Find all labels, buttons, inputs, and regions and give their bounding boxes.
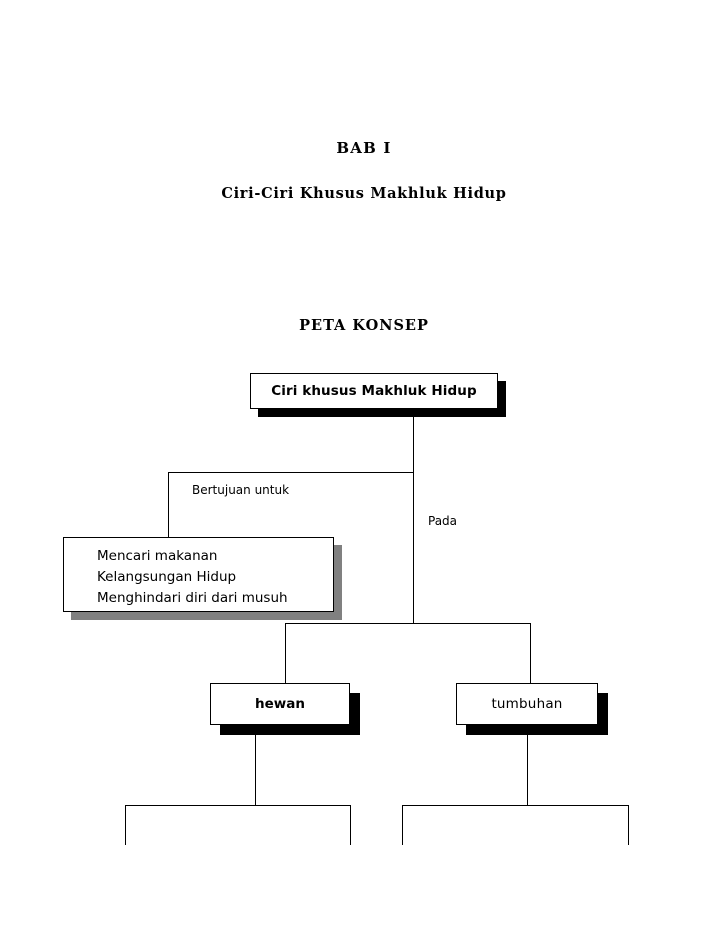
connector-tumbuhan-children-bar [402, 805, 628, 806]
node-purposes-line-1: Mencari makanan [97, 548, 218, 564]
connector-tumbuhan-child-left [402, 805, 403, 845]
connector-root-trunk [413, 409, 414, 624]
connector-hewan-child-right [350, 805, 351, 845]
concept-map-heading: PETA KONSEP [299, 317, 429, 334]
node-purposes-line-3: Menghindari diri dari musuh [97, 590, 288, 606]
chapter-title: Ciri-Ciri Khusus Makhluk Hidup [221, 185, 507, 202]
node-tumbuhan[interactable]: tumbuhan [456, 683, 598, 725]
connector-drop-hewan [285, 623, 286, 684]
node-hewan[interactable]: hewan [210, 683, 350, 725]
connector-hewan-stem [255, 725, 256, 805]
node-hewan-label: hewan [255, 696, 305, 712]
edge-label-pada: Pada [425, 514, 461, 528]
node-purposes[interactable]: Mencari makanan Kelangsungan Hidup Mengh… [63, 537, 334, 612]
edge-label-bertujuan-untuk: Bertujuan untuk [190, 483, 292, 497]
node-tumbuhan-label: tumbuhan [491, 696, 563, 712]
connector-split-horizontal [285, 623, 531, 624]
node-root-label: Ciri khusus Makhluk Hidup [271, 383, 477, 399]
node-purposes-line-2: Kelangsungan Hidup [97, 569, 237, 585]
connector-tumbuhan-child-right [628, 805, 629, 845]
connector-drop-tumbuhan [530, 623, 531, 684]
connector-purposes-horizontal [168, 472, 414, 473]
chapter-label: BAB I [336, 139, 392, 157]
node-ciri-khusus-makhluk-hidup[interactable]: Ciri khusus Makhluk Hidup [250, 373, 498, 409]
connector-purposes-drop [168, 472, 169, 538]
connector-tumbuhan-stem [527, 725, 528, 805]
connector-hewan-child-left [125, 805, 126, 845]
connector-hewan-children-bar [125, 805, 351, 806]
